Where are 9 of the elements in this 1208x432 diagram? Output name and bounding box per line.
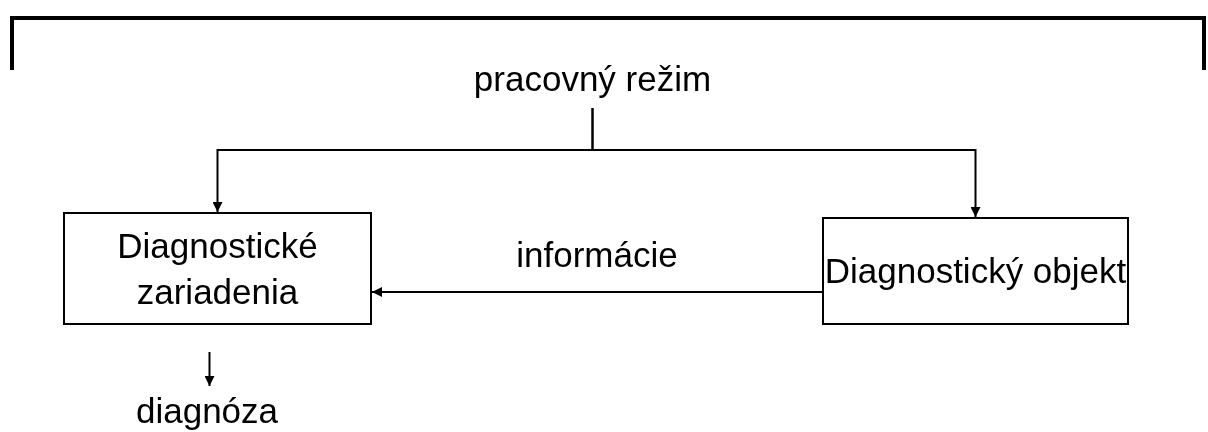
- arrow: [204, 351, 215, 387]
- flow-label: pracovný režim: [473, 58, 712, 101]
- box-label: Diagnostické zariadenia: [116, 225, 319, 313]
- flow-label: diagnóza: [135, 390, 279, 432]
- process-box: [63, 212, 372, 325]
- arrow: [591, 107, 981, 218]
- process-box: [822, 217, 1129, 325]
- box-label: Diagnostický objekt: [824, 250, 1127, 293]
- arrow: [371, 287, 823, 297]
